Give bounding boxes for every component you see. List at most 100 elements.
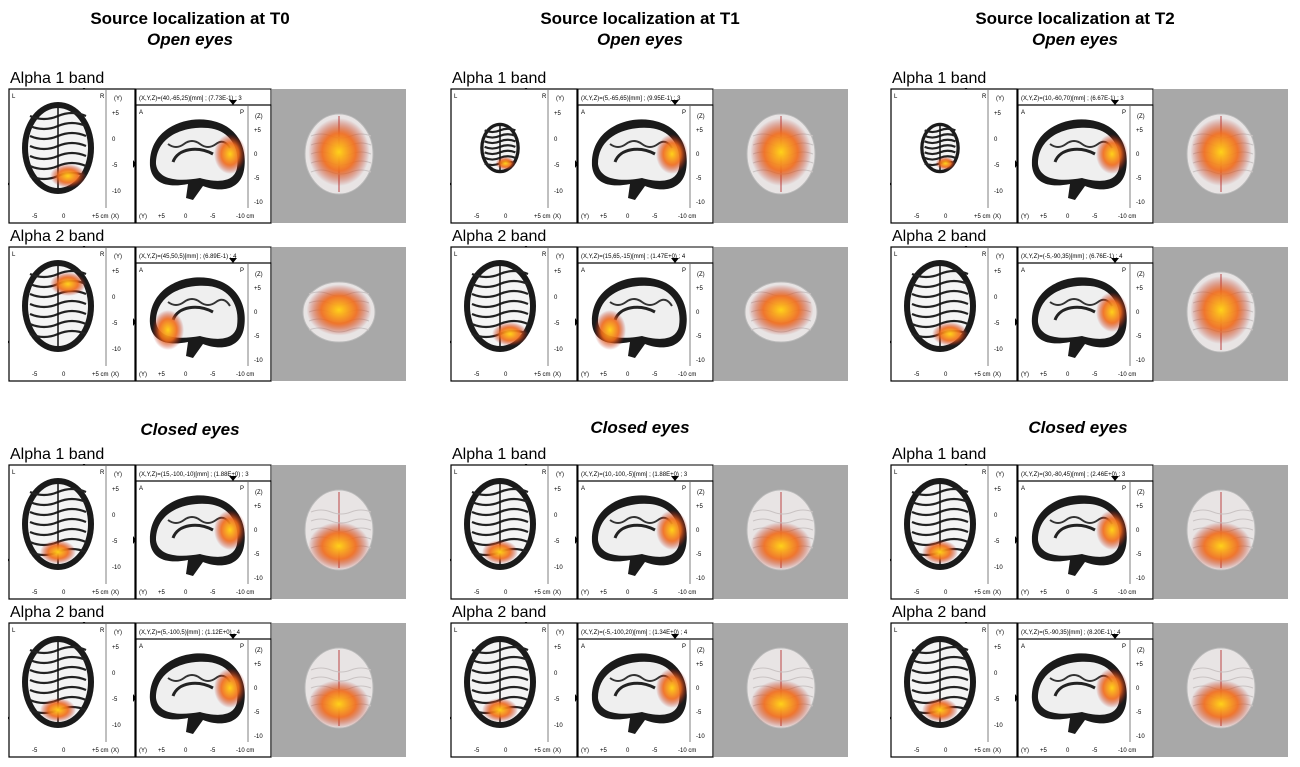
- right-marker: R: [100, 628, 105, 634]
- sag-x-tick: 0: [1066, 214, 1070, 220]
- x-tick: -5: [914, 590, 920, 596]
- x-tick: 0: [62, 214, 66, 220]
- z-axis-label: (Z): [1137, 272, 1145, 278]
- sagittal-brain-slice: [1031, 277, 1128, 358]
- z-tick: -5: [696, 552, 702, 558]
- coordinate-readout: (X,Y,Z)=(30,-80,45)[mm] ; (2.46E+0) ; 3: [1017, 464, 1154, 482]
- y-tick: 0: [112, 671, 116, 677]
- sag-x-tick: -10 cm: [678, 214, 696, 220]
- sag-x-tick: 0: [626, 214, 630, 220]
- y-tick: -10: [554, 189, 563, 195]
- surface-render: [714, 623, 848, 757]
- y-axis-label: (Y): [996, 472, 1004, 478]
- y-tick: +5: [994, 111, 1002, 117]
- sag-x-tick: -10 cm: [236, 590, 254, 596]
- z-tick: 0: [254, 686, 258, 692]
- band-label: Alpha 2 band: [452, 604, 547, 621]
- band-label: Alpha 1 band: [452, 446, 547, 463]
- z-tick: -10: [696, 200, 705, 206]
- coordinate-text: (X,Y,Z)=(30,-80,45)[mm] ; (2.46E+0) ; 3: [1021, 472, 1126, 478]
- coordinate-readout: (X,Y,Z)=(45,50,5)[mm] ; (6.89E-1) ; 4: [135, 246, 272, 264]
- x-tick: -5: [32, 214, 38, 220]
- sag-x-tick: -10 cm: [678, 372, 696, 378]
- sag-x-tick: -10 cm: [1118, 590, 1136, 596]
- y-tick: +5: [554, 487, 562, 493]
- z-tick: 0: [1136, 310, 1140, 316]
- closed-title-t0: Closed eyes: [140, 420, 240, 439]
- y-axis-label: (Y): [556, 96, 564, 102]
- z-tick: -10: [1136, 576, 1145, 582]
- y-tick: -5: [994, 697, 1000, 703]
- posterior-marker: P: [682, 110, 686, 116]
- sag-x-tick: -5: [652, 748, 658, 754]
- z-tick: -5: [696, 334, 702, 340]
- posterior-marker: P: [240, 486, 244, 492]
- coordinate-text: (X,Y,Z)=(5,-65,65)[mm] ; (9.95E-1) ; 3: [581, 96, 681, 102]
- y-tick: +5: [554, 269, 562, 275]
- x-tick: 0: [62, 590, 66, 596]
- sag-x-tick: +5: [158, 590, 166, 596]
- title-text: Source localization at T1: [540, 9, 740, 28]
- z-tick: +5: [254, 504, 262, 510]
- y-axis-label: (Y): [1021, 590, 1029, 596]
- right-marker: R: [100, 470, 105, 476]
- right-marker: R: [100, 252, 105, 258]
- coordinate-readout: (X,Y,Z)=(10,-60,70)[mm] ; (6.67E-1) ; 3: [1017, 88, 1154, 106]
- y-tick: -10: [994, 565, 1003, 571]
- x-axis-label: (X): [111, 214, 119, 220]
- right-marker: R: [982, 94, 987, 100]
- x-tick: +5 cm: [534, 748, 551, 754]
- sag-x-tick: +5: [158, 214, 166, 220]
- sag-x-tick: 0: [184, 214, 188, 220]
- z-tick: -5: [1136, 710, 1142, 716]
- sagittal-brain-slice: [1031, 495, 1128, 576]
- coordinate-text: (X,Y,Z)=(-5,-90,35)[mm] ; (6.76E-1) ; 4: [1021, 254, 1123, 260]
- posterior-marker: P: [240, 110, 244, 116]
- sag-x-tick: 0: [1066, 748, 1070, 754]
- sag-x-tick: +5: [600, 748, 608, 754]
- sag-x-tick: -10 cm: [236, 748, 254, 754]
- sag-x-tick: 0: [1066, 590, 1070, 596]
- anterior-marker: A: [1021, 110, 1025, 116]
- closed-title-t1: Closed eyes: [590, 418, 690, 437]
- z-tick: 0: [696, 310, 700, 316]
- x-tick: 0: [944, 590, 948, 596]
- z-axis-label: (Z): [697, 114, 705, 120]
- z-axis-label: (Z): [255, 272, 263, 278]
- left-marker: L: [454, 628, 458, 634]
- left-marker: L: [12, 252, 16, 258]
- z-tick: -5: [254, 334, 260, 340]
- y-tick: +5: [112, 645, 120, 651]
- y-tick: -10: [112, 189, 121, 195]
- coordinate-readout: (X,Y,Z)=(-5,-100,20)[mm] ; (1.34E+0) ; 4: [577, 622, 714, 640]
- x-tick: 0: [504, 590, 508, 596]
- posterior-marker: P: [1122, 268, 1126, 274]
- z-tick: -5: [1136, 334, 1142, 340]
- x-axis-label: (X): [553, 372, 561, 378]
- anterior-marker: A: [139, 268, 143, 274]
- coordinate-text: (X,Y,Z)=(5,-90,35)[mm] ; (8.20E-1) ; 4: [1021, 630, 1121, 636]
- sag-x-tick: 0: [626, 590, 630, 596]
- y-tick: -10: [994, 723, 1003, 729]
- y-axis-label: (Y): [581, 748, 589, 754]
- subtitle-text: Open eyes: [1032, 30, 1118, 49]
- left-marker: L: [12, 628, 16, 634]
- axial-brain-slice: [904, 478, 976, 570]
- col-title-t0: Source localization at T0 Open eyes: [30, 8, 350, 50]
- y-tick: 0: [554, 295, 558, 301]
- sag-x-tick: +5: [1040, 590, 1048, 596]
- x-tick: +5 cm: [92, 214, 109, 220]
- y-tick: +5: [994, 269, 1002, 275]
- axial-brain-slice: [904, 636, 976, 728]
